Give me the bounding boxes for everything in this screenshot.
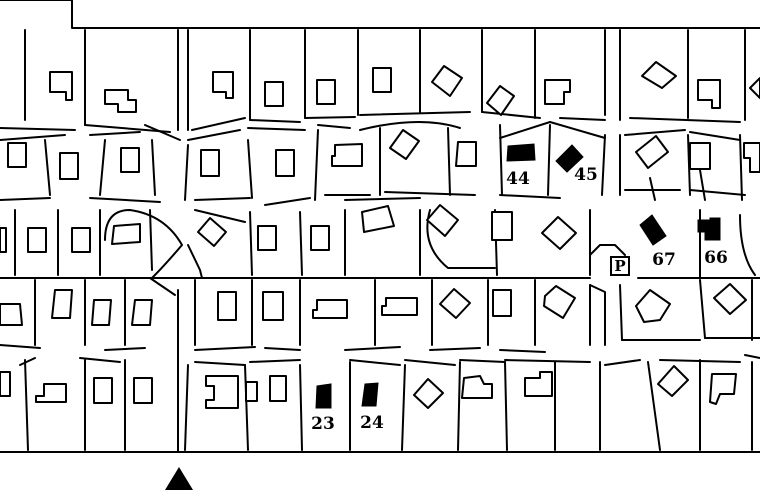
house bbox=[49, 71, 73, 101]
house bbox=[635, 289, 671, 323]
house bbox=[104, 89, 137, 113]
house bbox=[264, 81, 284, 107]
house-66-marker[interactable] bbox=[697, 217, 721, 241]
label-house-23: 23 bbox=[311, 414, 335, 434]
house bbox=[439, 288, 471, 319]
houses-row-3 bbox=[0, 204, 577, 253]
house bbox=[205, 375, 239, 409]
house bbox=[455, 141, 477, 167]
house bbox=[35, 383, 67, 403]
house bbox=[111, 223, 141, 245]
house bbox=[413, 378, 444, 409]
house bbox=[212, 71, 234, 99]
house bbox=[641, 61, 677, 89]
entrance-arrow-icon[interactable] bbox=[165, 467, 193, 490]
house bbox=[200, 149, 220, 177]
house bbox=[59, 152, 79, 180]
house-23-marker[interactable] bbox=[315, 383, 332, 409]
house bbox=[269, 375, 287, 402]
house bbox=[316, 79, 336, 105]
house bbox=[0, 371, 11, 397]
houses-row-2 bbox=[7, 129, 760, 180]
house bbox=[461, 375, 493, 399]
lot-lines-row-2 bbox=[0, 120, 746, 206]
house-45-marker[interactable] bbox=[555, 144, 584, 173]
house bbox=[245, 381, 258, 402]
house bbox=[697, 79, 721, 109]
parking-label: P bbox=[614, 257, 625, 275]
house bbox=[93, 377, 113, 404]
house bbox=[71, 227, 91, 253]
house bbox=[310, 225, 330, 251]
streets bbox=[0, 0, 760, 453]
lot-lines-row-1 bbox=[0, 29, 746, 133]
house bbox=[492, 289, 512, 317]
label-house-66: 66 bbox=[704, 248, 728, 268]
house bbox=[257, 225, 277, 251]
house bbox=[197, 217, 227, 247]
house bbox=[133, 377, 153, 404]
house bbox=[275, 149, 295, 177]
house bbox=[120, 147, 140, 173]
house-24-marker[interactable] bbox=[361, 382, 379, 407]
house bbox=[749, 77, 760, 99]
lot-lines-row-5 bbox=[19, 354, 760, 451]
house bbox=[743, 142, 760, 173]
house bbox=[544, 79, 571, 105]
label-house-44: 44 bbox=[506, 169, 530, 189]
house bbox=[331, 143, 363, 167]
house bbox=[381, 297, 418, 316]
house bbox=[426, 204, 459, 237]
houses-row-4 bbox=[0, 283, 747, 326]
house bbox=[524, 371, 553, 397]
house bbox=[709, 373, 737, 405]
house bbox=[312, 299, 348, 319]
house bbox=[635, 135, 669, 169]
house-44-marker[interactable] bbox=[506, 143, 536, 162]
lot-lines-row-4 bbox=[0, 277, 760, 353]
house bbox=[657, 365, 689, 397]
houses-row-5 bbox=[0, 365, 737, 409]
house bbox=[389, 129, 420, 160]
label-house-45: 45 bbox=[574, 165, 598, 185]
house bbox=[217, 291, 237, 321]
house bbox=[713, 283, 747, 315]
house bbox=[7, 142, 27, 168]
house bbox=[361, 205, 395, 233]
house-67-marker[interactable] bbox=[639, 214, 667, 246]
house bbox=[262, 291, 284, 321]
label-house-24: 24 bbox=[360, 413, 384, 433]
house bbox=[689, 142, 711, 170]
house bbox=[491, 211, 513, 241]
houses-row-1 bbox=[49, 61, 760, 116]
house bbox=[486, 85, 515, 116]
house bbox=[0, 303, 23, 326]
house bbox=[27, 227, 47, 253]
label-house-67: 67 bbox=[652, 250, 676, 270]
house bbox=[51, 289, 73, 319]
house bbox=[431, 65, 463, 97]
lot-lines-row-3 bbox=[14, 197, 756, 279]
north-boundary bbox=[0, 0, 760, 29]
house bbox=[543, 285, 576, 319]
house bbox=[372, 67, 392, 93]
house bbox=[0, 227, 7, 253]
house bbox=[91, 299, 112, 326]
house bbox=[541, 216, 577, 250]
highlighted-houses bbox=[315, 143, 721, 409]
parking-sign-icon[interactable]: P bbox=[610, 256, 630, 276]
house-labels: 44 45 67 66 23 24 bbox=[311, 165, 728, 434]
house bbox=[131, 299, 153, 326]
